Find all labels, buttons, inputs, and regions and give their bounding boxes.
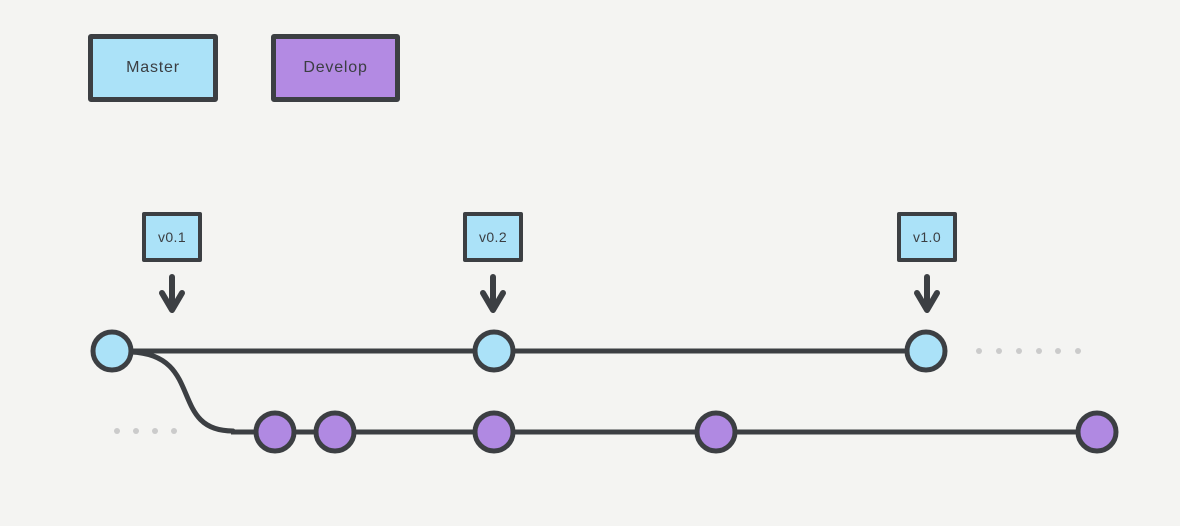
- develop-continuation-dot: [114, 428, 120, 434]
- tag-v0-1: v0.1: [142, 212, 202, 262]
- branch-curve: [128, 349, 236, 434]
- master-commit-node: [904, 329, 948, 373]
- master-continuation-dot: [1075, 348, 1081, 354]
- tag-v0-2-label: v0.2: [478, 229, 508, 245]
- develop-commit-node: [1075, 410, 1119, 454]
- develop-commit-node: [313, 410, 357, 454]
- tag-v1-0-label: v1.0: [912, 229, 942, 245]
- develop-commit-node: [694, 410, 738, 454]
- master-continuation-dot: [1055, 348, 1061, 354]
- master-commit-node: [472, 329, 516, 373]
- legend-master-box: Master: [88, 34, 218, 102]
- master-continuation-dot: [996, 348, 1002, 354]
- develop-continuation-dot: [152, 428, 158, 434]
- develop-commit-node: [472, 410, 516, 454]
- master-continuation-dot: [1036, 348, 1042, 354]
- master-continuation-dot: [976, 348, 982, 354]
- tag-v0-2: v0.2: [463, 212, 523, 262]
- tag-arrow-head: [480, 290, 506, 313]
- develop-continuation-dot: [171, 428, 177, 434]
- legend-develop-box: Develop: [271, 34, 400, 102]
- develop-continuation-dot: [133, 428, 139, 434]
- tag-v1-0: v1.0: [897, 212, 957, 262]
- develop-commit-node: [253, 410, 297, 454]
- master-continuation-dot: [1016, 348, 1022, 354]
- legend-master-label: Master: [126, 59, 180, 76]
- tag-v0-1-label: v0.1: [157, 229, 187, 245]
- tag-arrow-head: [914, 290, 940, 313]
- legend-develop-label: Develop: [303, 59, 368, 76]
- master-commit-node: [90, 329, 134, 373]
- tag-arrow-head: [159, 290, 185, 313]
